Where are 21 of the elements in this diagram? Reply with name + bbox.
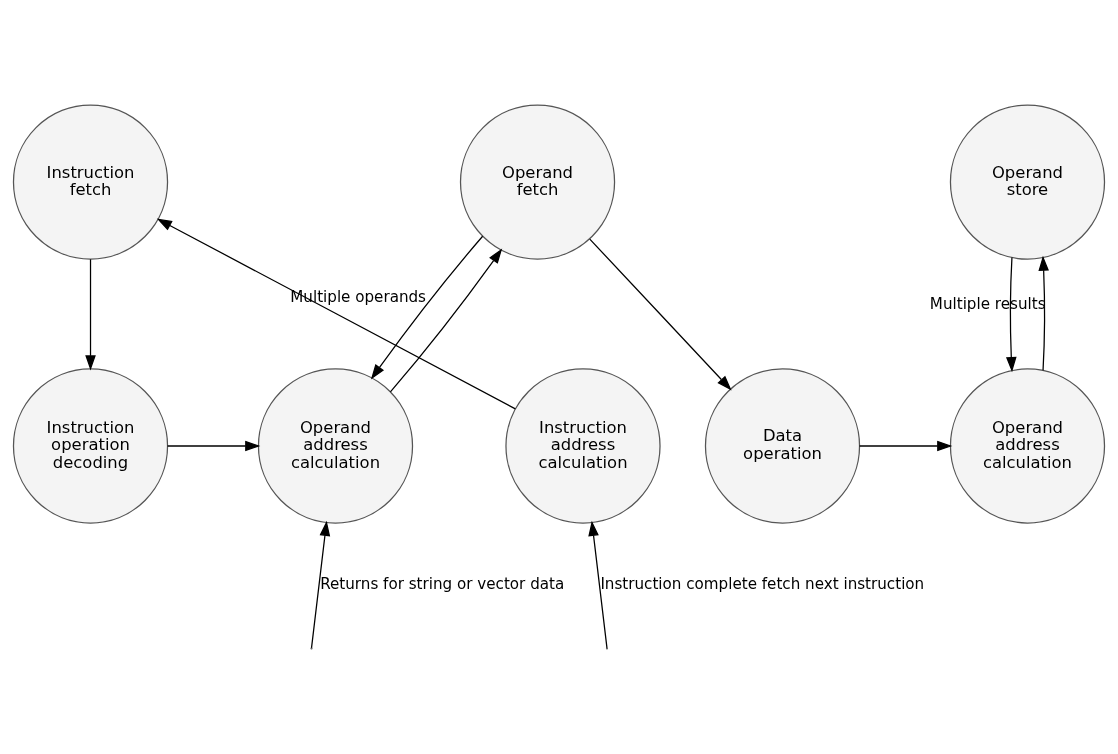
arrow [588, 520, 608, 649]
node-circle: Instruction fetch [12, 104, 169, 260]
arrow [156, 218, 516, 410]
arrow [858, 440, 953, 452]
node-circle: Data operation [704, 368, 861, 524]
node-circle: Instruction operation decoding [12, 368, 169, 524]
arrow [1006, 256, 1017, 373]
arrow [1038, 255, 1049, 371]
arrow [589, 238, 732, 391]
arrow [310, 520, 331, 649]
node-circle: Instruction address calculation [505, 368, 661, 524]
edge-label: Instruction complete fetch next instruction [600, 575, 925, 594]
node-circle: Operand store [949, 104, 1106, 260]
arrow [389, 248, 503, 393]
node-circle: Operand address calculation [257, 368, 414, 524]
node-circle: Operand address calculation [949, 368, 1106, 524]
edge-label: Returns for string or vector data [320, 575, 565, 594]
arrow [85, 258, 96, 371]
node-circle: Operand fetch [459, 104, 616, 260]
arrow [166, 440, 261, 452]
arrow [370, 235, 484, 380]
